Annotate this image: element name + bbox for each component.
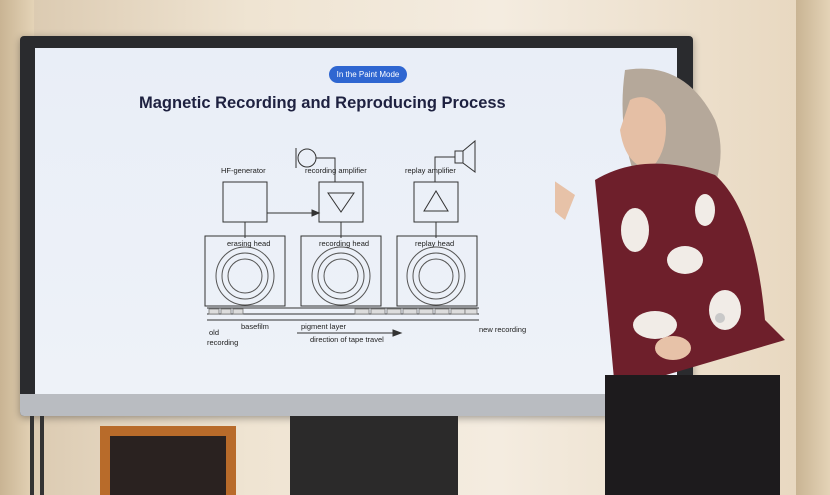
presenter <box>555 60 830 495</box>
direction-label: direction of tape travel <box>310 335 384 344</box>
erasing-head-label: erasing head <box>227 239 270 248</box>
recording-amplifier-box <box>319 182 363 222</box>
recording-label: recording <box>207 338 238 347</box>
old-label: old <box>209 328 219 337</box>
new-recording-label: new recording <box>479 325 526 334</box>
hf-generator-label: HF-generator <box>221 166 266 175</box>
recording-head-label: recording head <box>319 239 369 248</box>
stand-left <box>30 416 34 495</box>
hf-generator-box <box>223 182 267 222</box>
basefilm-label: basefilm <box>241 322 269 331</box>
wall-panel <box>100 426 236 495</box>
loudspeaker-icon <box>435 141 475 182</box>
replay-head-label: replay head <box>415 239 454 248</box>
microphone-icon <box>296 148 335 182</box>
recording-amplifier-label: recording amplifier <box>305 166 367 175</box>
replay-amplifier-label: replay amplifier <box>405 166 456 175</box>
pigment-layer-label: pigment layer <box>301 322 346 331</box>
speaker-cabinet <box>290 416 458 495</box>
replay-amplifier-box <box>414 182 458 222</box>
stand-right <box>40 416 44 495</box>
